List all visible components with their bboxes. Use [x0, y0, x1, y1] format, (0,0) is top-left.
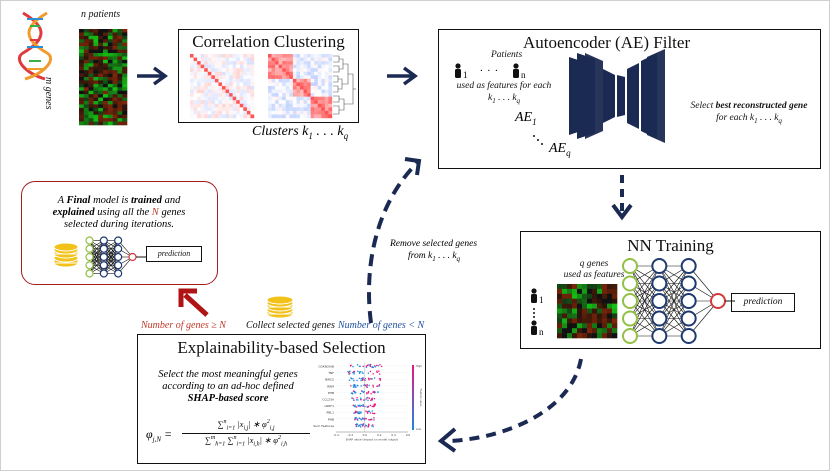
patients-title: Patients [491, 50, 523, 60]
correlation-clustering-box: Correlation Clustering [178, 29, 359, 123]
shap-colorbar-high: High [416, 364, 422, 368]
patient-icon-nn-first [531, 288, 537, 303]
correlation-matrix-clustered [268, 54, 333, 119]
correlation-title: Correlation Clustering [192, 32, 345, 51]
final-model-text: A Final model is trained and explained u… [52, 195, 186, 230]
shap-tick-label: 0.2 [377, 433, 382, 437]
patient-icon-last [513, 63, 519, 78]
nn-training-box: NN Training q genes used as features 1 n… [520, 231, 821, 349]
shap-feature-label: BIRC5 [325, 378, 334, 382]
final-coin-stack-icon [53, 242, 79, 268]
aeq-label: AEq [549, 141, 571, 158]
arrow-to-autoencoder [387, 66, 418, 86]
shap-tick-label: -0.2 [348, 433, 354, 437]
explainability-box: Explainability-based Selection Select th… [137, 334, 426, 464]
explainability-text: Select the most meaningful genes accordi… [158, 369, 298, 404]
correlation-matrix-raw [190, 54, 255, 119]
ae1-label: AE1 [515, 110, 537, 127]
num-genes-lt-label: Number of genes < N [338, 320, 425, 331]
arrow-to-explainability [437, 358, 583, 453]
selected-genes-heatmap [557, 284, 618, 339]
clusters-label: Clusters k1 . . . kq [252, 124, 349, 141]
autoencoder-icon [569, 49, 665, 143]
shap-feature-label: RRM [327, 384, 334, 388]
shap-tick-label: -0.4 [333, 433, 339, 437]
final-prediction-box: prediction [146, 246, 202, 262]
final-model-box: A Final model is trained and explained u… [21, 181, 218, 285]
patient-icon-nn-last [531, 320, 537, 335]
final-neural-network-icon [85, 236, 146, 278]
dna-icon [17, 11, 53, 81]
neural-network-icon [622, 258, 735, 344]
collect-genes-label: Collect selected genes [246, 320, 335, 331]
autoencoder-title: Autoencoder (AE) Filter [523, 33, 691, 52]
arrow-to-final-model [178, 288, 209, 317]
remove-genes-label: Remove selected genes from k1 . . . kq [390, 239, 478, 263]
patient-index-first: 1 [463, 70, 468, 80]
dendrogram [333, 55, 356, 115]
patients-features-text: used as features for each k1 . . . kq [456, 81, 552, 105]
shap-feature-label: TNF [327, 371, 334, 375]
shap-tick-label: 0.6 [406, 433, 411, 437]
shap-colorbar-low: Low [416, 427, 422, 431]
shap-feature-label: PHB [328, 391, 334, 395]
patient-index-nn-first: 1 [539, 295, 544, 305]
genes-label: m genes [43, 77, 54, 110]
arrow-to-clustering [137, 66, 168, 86]
shap-tick-label: 0.4 [391, 433, 396, 437]
shap-feature-label: CDKN2A/B [318, 365, 334, 369]
patient-index-nn-last: n [539, 327, 544, 337]
patient-dots-vertical [533, 308, 535, 318]
shap-colorbar-label: Feature value [419, 389, 423, 407]
nn-features-text: q genes used as features [563, 259, 625, 280]
arrow-to-nn-training [611, 175, 633, 221]
shap-summary-plot: CDKN2A/BTNFBIRC5RRMPHBCCL23ALRRF1PBL1PHB… [313, 363, 423, 442]
patients-label: n patients [81, 9, 121, 20]
patient-index-last: n [521, 70, 526, 80]
expression-heatmap [79, 29, 128, 126]
coin-stack-icon [266, 295, 294, 319]
shap-feature-label: PBL1 [327, 411, 335, 415]
autoencoder-filter-box: Autoencoder (AE) Filter Patients 1 . . .… [438, 29, 821, 169]
shap-tick-label: 0.0 [363, 433, 368, 437]
explainability-title: Explainability-based Selection [177, 338, 386, 357]
ae-dots [533, 135, 543, 145]
patient-icon-first [455, 63, 461, 78]
nn-title: NN Training [627, 236, 714, 255]
shap-feature-label: PHB [328, 417, 334, 421]
shap-feature-label: Sum Features [313, 424, 334, 428]
shap-xlabel: SHAP value (impact on model output) [346, 438, 399, 442]
select-gene-text: Select best reconstructed gene for each … [690, 101, 808, 125]
patient-dots: . . . [480, 62, 499, 74]
nn-prediction-box: prediction [731, 293, 795, 312]
arrow-back-to-autoencoder [367, 157, 422, 324]
shap-feature-label: LRRF1 [325, 404, 335, 408]
shap-feature-label: CCL23A [322, 398, 335, 402]
shap-score-formula: φj,N = ∑ni=1 |xi,j| ∗ φ2i,j ∑mh=1 ∑ni=1 … [144, 419, 312, 451]
num-genes-ge-label: Number of genes ≥ N [141, 320, 226, 331]
